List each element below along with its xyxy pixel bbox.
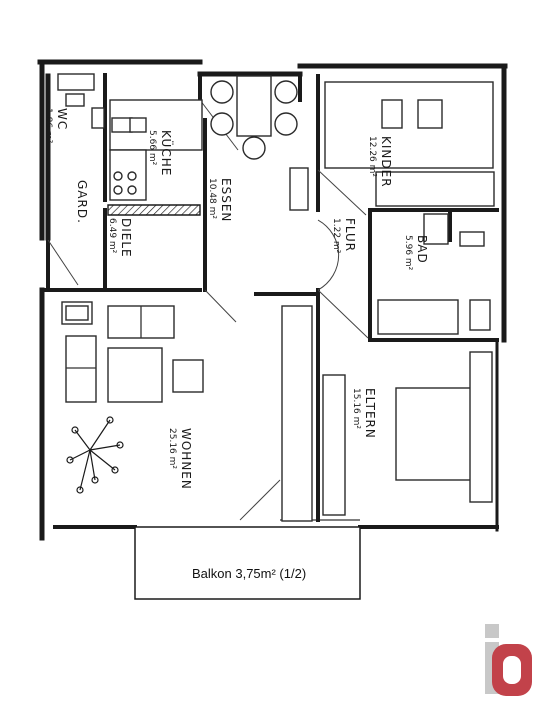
outer-walls [37, 59, 508, 541]
room-name-eltern: ELTERN [363, 388, 377, 439]
room-name-wc: WC [55, 108, 69, 130]
room-area-bad: 5.96 m² [403, 235, 413, 271]
io-logo-icon [485, 624, 532, 696]
kinder-furniture [324, 81, 495, 207]
room-name-bad: BAD [415, 235, 429, 264]
bad-fixtures [377, 213, 491, 335]
eltern-furniture [322, 351, 493, 516]
room-area-diele: 6.49 m² [107, 218, 117, 254]
room-name-kueche: KÜCHE [159, 130, 175, 176]
balkon-label: Balkon 3,75m² (1/2) [192, 566, 306, 581]
room-area-eltern: 15.16 m² [351, 388, 361, 429]
interior-walls [40, 72, 499, 522]
room-area-essen: 10.48 m² [207, 178, 217, 219]
room-area-wc: 1.86 m² [43, 108, 53, 144]
logo-gray-square [485, 624, 499, 638]
room-labels: WC 1.86 m² GARD. KÜCHE 5.66 m² ESSEN 10.… [43, 108, 429, 490]
kitchen-fixtures [109, 99, 203, 201]
room-name-garderobe: GARD. [75, 180, 89, 224]
balkon: Balkon 3,75m² (1/2) [134, 526, 361, 600]
plant-icon [66, 416, 124, 494]
room-name-diele: DIELE [119, 218, 133, 258]
room-area-wohnen: 25.16 m² [167, 428, 177, 469]
room-name-flur: FLUR [343, 218, 357, 252]
room-name-essen: ESSEN [219, 178, 233, 222]
room-name-wohnen: WOHNEN [179, 428, 193, 490]
room-name-kinder: KINDER [379, 136, 393, 188]
wc-fixtures [57, 73, 105, 129]
room-area-flur: 1.22 m² [331, 218, 341, 254]
logo-red-o-hole [503, 656, 521, 684]
dining-set [210, 75, 309, 211]
balkon-outline [134, 526, 361, 600]
wohnen-furniture [61, 301, 313, 522]
room-area-kueche: 5.66 m² [147, 130, 157, 166]
room-area-kinder: 12.26 m² [367, 136, 377, 177]
